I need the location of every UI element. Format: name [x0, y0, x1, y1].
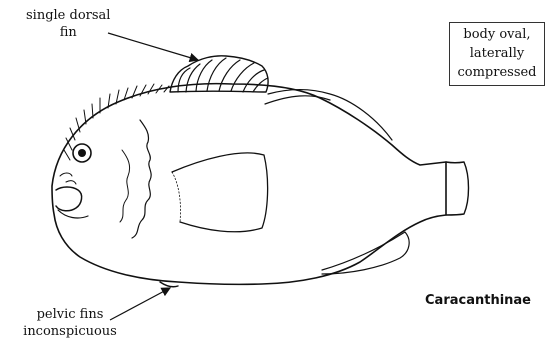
dorsal-body-contour: [265, 96, 330, 104]
taxon-name: Caracanthinae: [425, 293, 531, 308]
spiny-dorsal-fin: [170, 56, 268, 92]
caudal-fin: [446, 162, 469, 215]
mouth: [56, 187, 82, 211]
body-shape-label-box: body oval, laterally compressed: [449, 22, 545, 86]
pelvic-fins-label-line2: inconspicuous: [0, 323, 140, 340]
dorsal-fin-label: single dorsal fin: [26, 7, 110, 41]
snout-bumps: [60, 173, 76, 184]
dorsal-fin-label-line2: fin: [26, 24, 110, 41]
body-shape-label-line1: body oval,: [450, 25, 544, 44]
pelvic-fins-label: pelvic fins inconspicuous: [0, 306, 140, 340]
dorsal-fin-label-line1: single dorsal: [26, 7, 110, 24]
fish-body-outline: [52, 84, 446, 285]
pupil: [78, 149, 86, 157]
pectoral-fin: [172, 153, 268, 232]
soft-dorsal-fin: [268, 90, 392, 141]
pectoral-fin-base: [172, 172, 181, 222]
preoperculum-edge: [120, 150, 130, 222]
pelvic-fin: [160, 282, 178, 287]
anal-fin: [322, 232, 409, 274]
pelvic-fins-label-line1: pelvic fins: [0, 306, 140, 323]
lower-lip: [58, 210, 88, 218]
body-shape-label-line2: laterally: [450, 44, 544, 63]
dorsal-fin-arrow: [108, 33, 198, 60]
operculum-edge: [132, 120, 151, 238]
body-shape-label-line3: compressed: [450, 63, 544, 82]
head-spines: [64, 84, 169, 160]
